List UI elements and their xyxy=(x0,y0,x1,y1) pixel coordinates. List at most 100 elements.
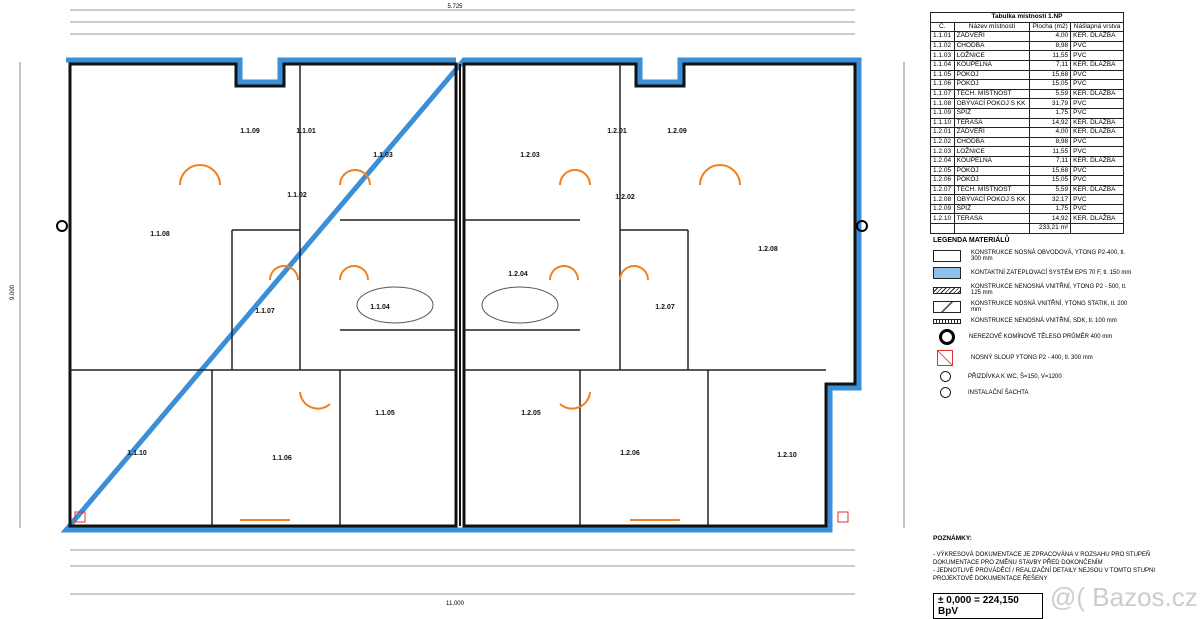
legend-text: KONSTRUKCE NENOSNÁ VNITŘNÍ, SDK, tl. 100… xyxy=(971,318,1117,324)
legend-item: PŘIZDÍVKA K WC, Š=150, V=1200 xyxy=(933,371,1133,382)
table-cell: PVC xyxy=(1070,203,1124,215)
table-cell: 1.2.10 xyxy=(930,213,955,225)
column-icon xyxy=(74,511,86,523)
table-cell: OBÝVACÍ POKOJ S KK xyxy=(953,194,1031,205)
watermark: @( Bazos.cz xyxy=(1050,582,1198,612)
legend-item: KONTAKTNÍ ZATEPLOVACÍ SYSTÉM EPS 70 F, t… xyxy=(933,267,1133,279)
walls xyxy=(68,62,857,528)
wall-load-bearing-icon xyxy=(933,250,961,262)
legend-text: NOSNÝ SLOUP YTONG P2 - 400, tl. 300 mm xyxy=(971,355,1093,361)
table-cell: TECH. MÍSTNOST xyxy=(953,88,1031,100)
floor-plan: 5.725 11.000 9.000 1.1.081.1.101.1.061.1… xyxy=(10,4,905,607)
table-cell: 7,11 xyxy=(1029,155,1072,167)
room-label: 1.1.03 xyxy=(373,152,393,159)
table-cell: 4,00 xyxy=(1029,31,1072,42)
table-cell: 1.2.01 xyxy=(930,127,955,138)
shaft-icon xyxy=(940,387,951,398)
room-label: 1.2.05 xyxy=(521,410,541,417)
doors xyxy=(179,164,741,521)
table-cell: PVC xyxy=(1070,79,1124,90)
legend-text: NEREZOVÉ KOMÍNOVÉ TĚLESO PRŮMĚR 400 mm xyxy=(969,334,1113,340)
table-cell: 31,79 xyxy=(1029,98,1072,109)
drywall-icon xyxy=(933,318,961,324)
table-cell: TECH. MÍSTNOST xyxy=(953,184,1031,196)
table-cell: ZÁDVEŘÍ xyxy=(953,31,1031,42)
table-cell: 1.2.02 xyxy=(930,136,955,148)
table-cell: 1.1.04 xyxy=(930,59,955,71)
table-cell: LOŽNICE xyxy=(953,50,1031,61)
room-label: 1.2.01 xyxy=(607,128,627,135)
legend-item: KONSTRUKCE NENOSNÁ VNITŘNÍ, YTONG P2 - 5… xyxy=(933,284,1133,296)
room-label: 1.1.10 xyxy=(127,450,147,457)
room-label: 1.2.10 xyxy=(777,452,797,459)
table-cell: 1.1.01 xyxy=(930,31,955,42)
room-label: 1.2.09 xyxy=(667,128,687,135)
table-cell: PVC xyxy=(1070,69,1124,81)
legend-item: KONSTRUKCE NENOSNÁ VNITŘNÍ, SDK, tl. 100… xyxy=(933,318,1133,324)
legend-text: KONSTRUKCE NOSNÁ VNITŘNÍ, YTONG STATIK, … xyxy=(971,301,1128,313)
table-cell: 1.1.03 xyxy=(930,50,955,61)
partition-hatch-icon xyxy=(933,286,961,294)
legend-item: INSTALAČNÍ ŠACHTA xyxy=(933,387,1133,398)
room-label: 1.2.02 xyxy=(615,194,635,201)
table-cell: 4,00 xyxy=(1029,127,1072,138)
room-label: 1.2.04 xyxy=(508,271,528,278)
table-cell: 1.2.04 xyxy=(930,155,955,167)
table-cell: 1.1.10 xyxy=(930,117,955,129)
notes-title: POZNÁMKY: xyxy=(933,535,972,542)
table-cell: SPÍŽ xyxy=(953,203,1031,215)
level-reference: ± 0,000 = 224,150 BpV xyxy=(933,593,1043,619)
table-cell: OBÝVACÍ POKOJ S KK xyxy=(953,98,1031,109)
insulation-icon xyxy=(933,267,961,279)
chimney-icon xyxy=(856,220,868,232)
table-cell: PVC xyxy=(1070,165,1124,177)
legend-item: NEREZOVÉ KOMÍNOVÉ TĚLESO PRŮMĚR 400 mm xyxy=(933,329,1133,345)
room-label: 1.2.07 xyxy=(655,304,675,311)
table-cell: KER. DLAŽBA xyxy=(1070,31,1124,42)
table-cell: PVC xyxy=(1070,98,1124,109)
room-label: 1.1.08 xyxy=(150,231,170,238)
legend-text: INSTALAČNÍ ŠACHTA xyxy=(968,389,1029,396)
room-label: 1.1.02 xyxy=(287,192,307,199)
table-cell: PVC xyxy=(1070,107,1124,119)
room-label: 1.2.08 xyxy=(758,246,778,253)
room-table: Tabulka místností 1.NP Č.Název místnosti… xyxy=(930,12,1124,234)
legend-text: KONSTRUKCE NENOSNÁ VNITŘNÍ, YTONG P2 - 5… xyxy=(971,284,1127,296)
legend-text: PŘIZDÍVKA K WC, Š=150, V=1200 xyxy=(968,373,1062,380)
table-cell: 8,98 xyxy=(1029,136,1072,148)
dim-bottom: 11.000 xyxy=(446,601,465,607)
dimension-lines: 5.725 11.000 9.000 xyxy=(10,4,905,607)
table-cell: 1.1.07 xyxy=(930,88,955,100)
table-cell: 1.2.09 xyxy=(930,203,955,215)
table-cell: PVC xyxy=(1070,40,1124,52)
table-cell: 11,55 xyxy=(1029,146,1072,157)
table-cell: 14,92 xyxy=(1029,213,1072,225)
table-cell: 8,98 xyxy=(1029,40,1072,52)
table-cell: 1.2.06 xyxy=(930,175,955,186)
table-cell: 15,05 xyxy=(1029,79,1072,90)
wall-box-icon xyxy=(940,371,951,382)
table-cell: KER. DLAŽBA xyxy=(1070,184,1124,196)
insulation xyxy=(60,57,862,533)
column-header: Nášlapná vrstva xyxy=(1070,21,1124,33)
legend-item: KONSTRUKCE NOSNÁ OBVODOVÁ, YTONG P2-400,… xyxy=(933,250,1133,262)
column-header: Název místnosti xyxy=(953,21,1031,33)
material-legend: LEGENDA MATERIÁLŮ KONSTRUKCE NOSNÁ OBVOD… xyxy=(933,237,1133,403)
table-cell: 1.1.02 xyxy=(930,40,955,52)
table-cell: 1.2.05 xyxy=(930,165,955,177)
room-label: 1.1.04 xyxy=(370,304,390,311)
table-cell: 15,68 xyxy=(1029,165,1072,177)
legend-title: LEGENDA MATERIÁLŮ xyxy=(933,237,1010,244)
table-cell: PVC xyxy=(1070,146,1124,157)
table-cell: 15,68 xyxy=(1029,69,1072,81)
table-cell: 1,75 xyxy=(1029,203,1072,215)
